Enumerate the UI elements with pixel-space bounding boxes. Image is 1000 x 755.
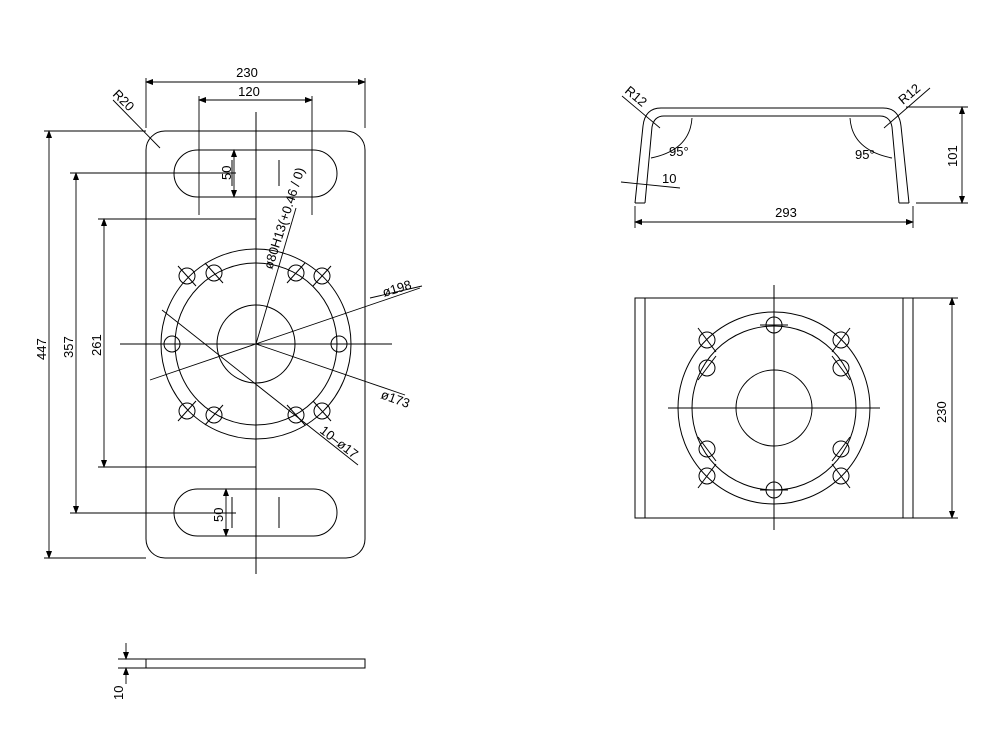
plan-bolt-holes bbox=[697, 316, 851, 499]
dim-angle-left: 95° bbox=[669, 144, 689, 159]
dim-profile-width: 293 bbox=[775, 205, 797, 220]
bent-profile-view: R12 R12 95° 95° 10 293 101 bbox=[620, 80, 968, 228]
plan-bolt-circle-outer bbox=[677, 311, 871, 505]
dim-bolt-circle-outer: ø198 bbox=[380, 277, 413, 300]
dim-profile-height: 101 bbox=[945, 145, 960, 167]
dim-height-slots: 357 bbox=[61, 336, 76, 358]
profile-outer bbox=[634, 107, 910, 204]
dim-slot-width-bottom: 50 bbox=[211, 508, 226, 522]
top-plate-view: 230 120 R20 50 50 447 357 261 ø80H13(+0.… bbox=[34, 65, 423, 574]
side-plate-outline bbox=[145, 658, 366, 669]
dim-height-inner: 261 bbox=[89, 334, 104, 356]
dim-height-overall: 447 bbox=[34, 338, 49, 360]
dim-bend-radius-right: R12 bbox=[895, 80, 923, 107]
dim-holes: 10–ø17 bbox=[317, 423, 361, 462]
bent-plan-view: 230 bbox=[634, 285, 958, 530]
dim-angle-right: 95° bbox=[855, 147, 875, 162]
bolt-holes bbox=[163, 262, 348, 426]
dim-plan-width: 230 bbox=[934, 401, 949, 423]
side-plate-view: 10 bbox=[111, 643, 366, 700]
bolt-circle-outer bbox=[160, 248, 352, 440]
dim-slot-spacing: 120 bbox=[238, 84, 260, 99]
center-bore bbox=[216, 304, 296, 384]
bolt-circle-inner bbox=[174, 262, 338, 426]
dim-width-overall: 230 bbox=[236, 65, 258, 80]
dim-bore: ø80H13(+0.46 / 0) bbox=[261, 166, 308, 271]
dim-profile-thickness: 10 bbox=[662, 171, 676, 186]
dim-bend-radius-left: R12 bbox=[622, 83, 650, 110]
dim-bolt-circle-inner: ø173 bbox=[379, 387, 412, 411]
dim-side-thickness: 10 bbox=[111, 686, 126, 700]
plan-center-bore bbox=[735, 369, 813, 447]
dim-corner-radius: R20 bbox=[110, 87, 137, 114]
